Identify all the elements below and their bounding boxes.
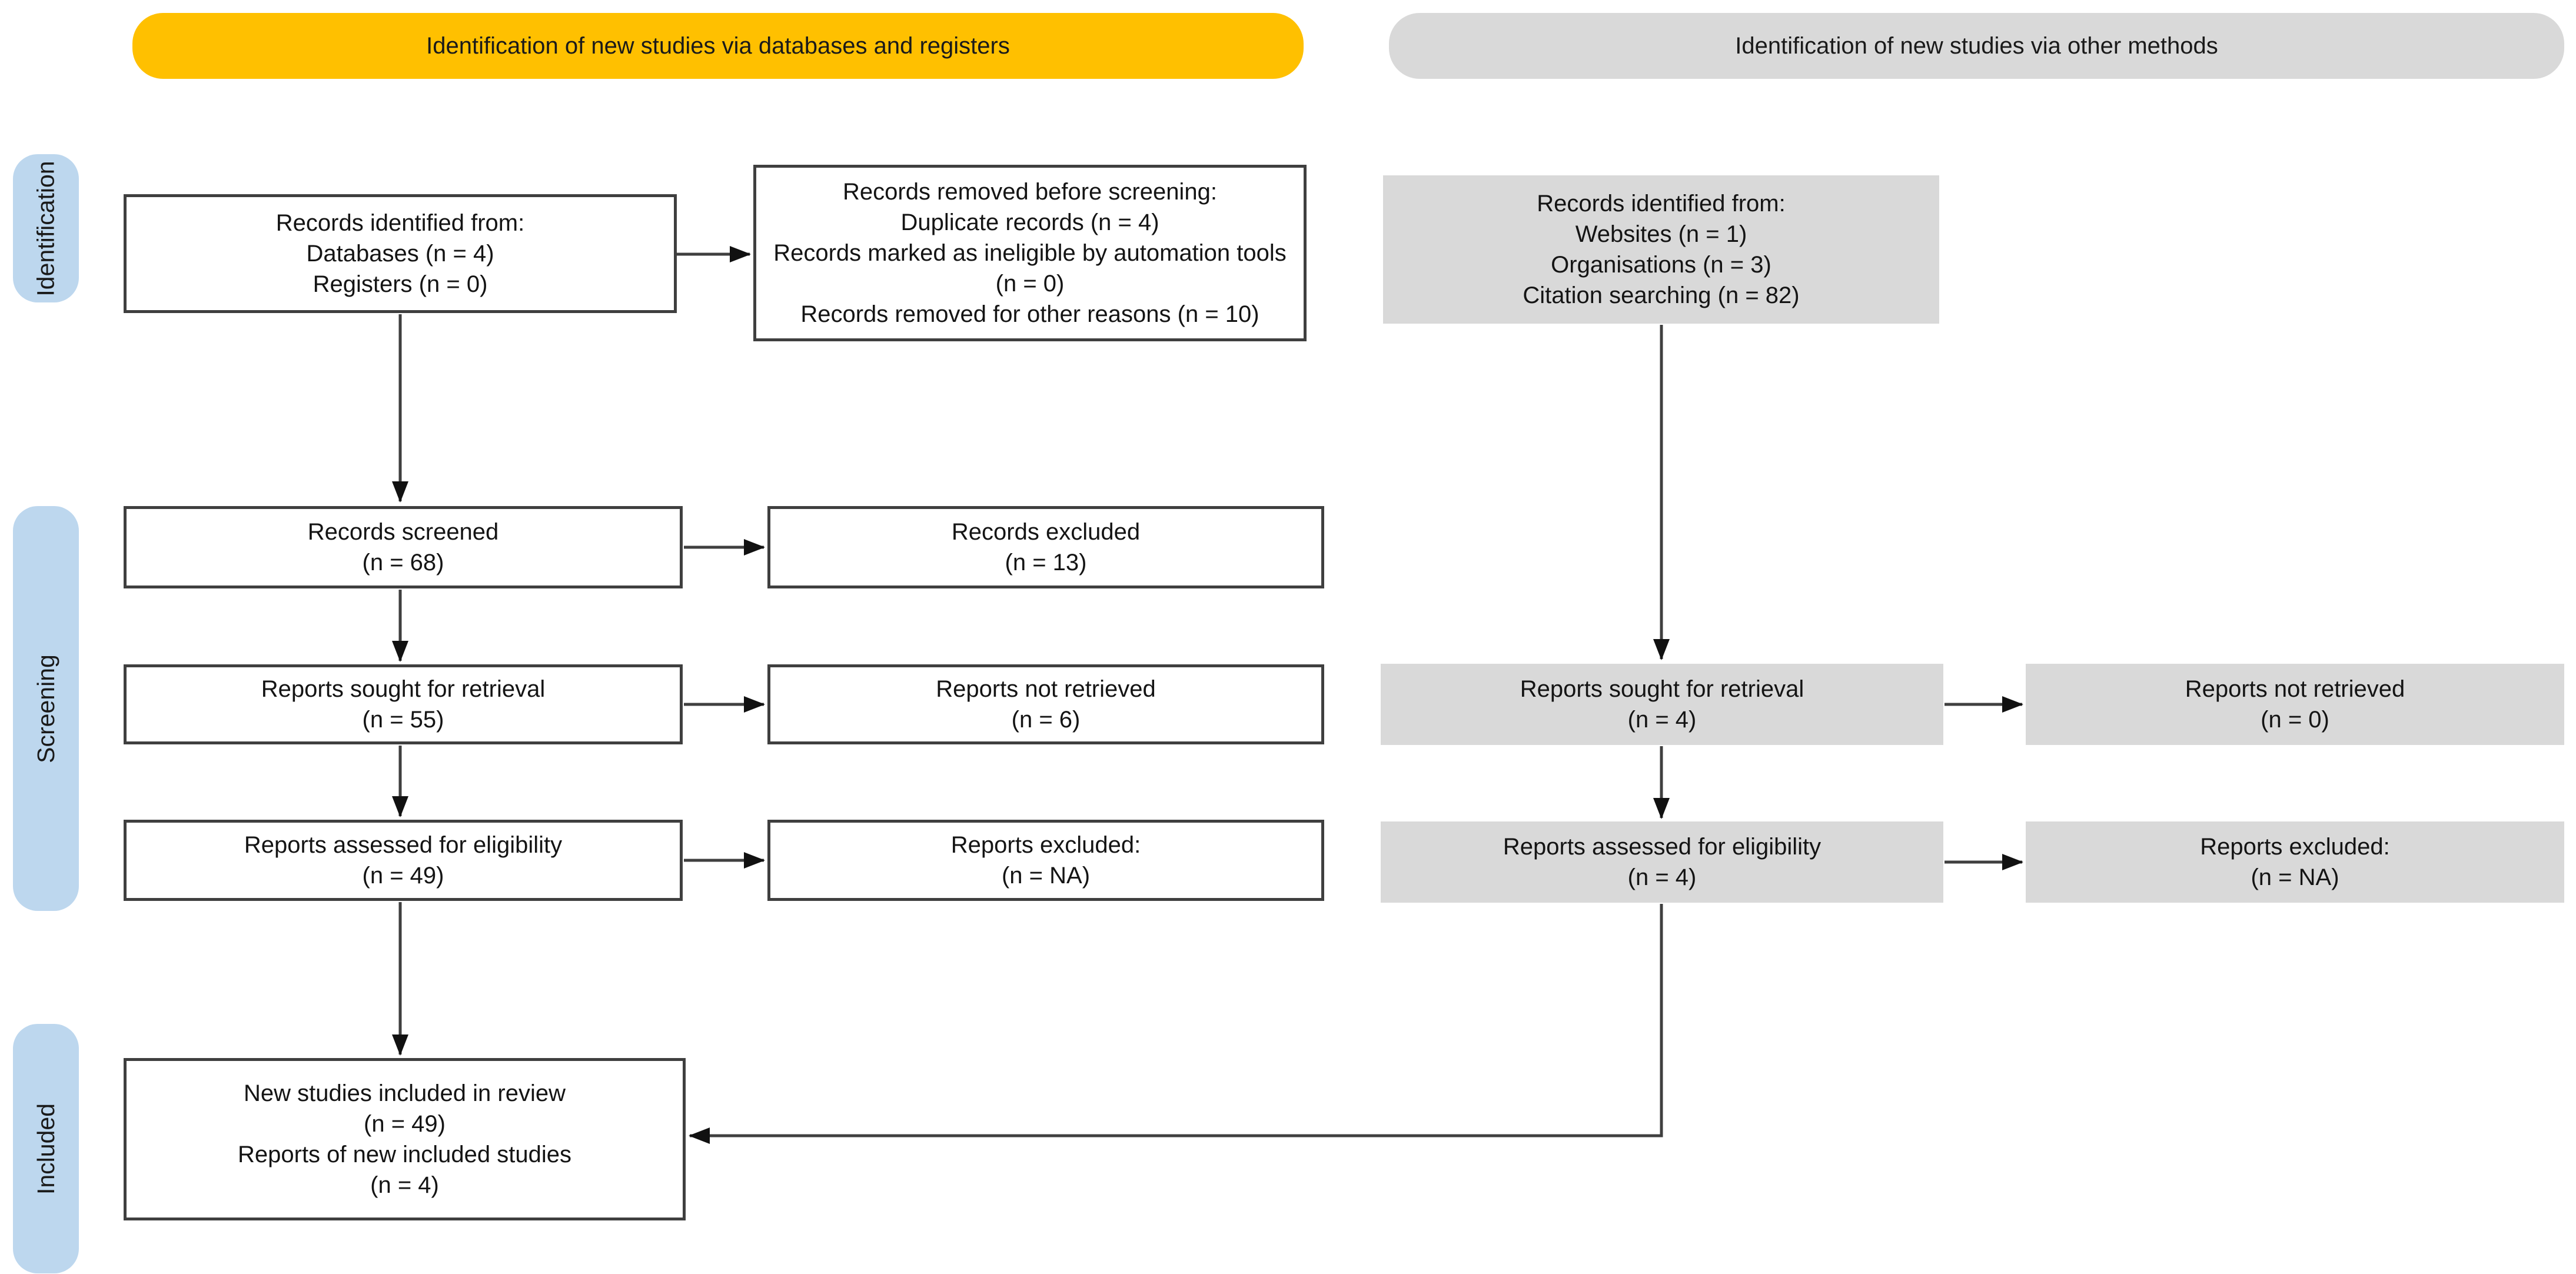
box-reports-not-retrieved-other: Reports not retrieved (n = 0) (2026, 664, 2564, 745)
box-new-studies-included: New studies included in review (n = 49) … (124, 1058, 686, 1220)
box-line: Records screened (307, 519, 499, 545)
box-line: (n = 4) (370, 1172, 439, 1198)
banner-databases-registers-label: Identification of new studies via databa… (426, 32, 1010, 59)
box-reports-assessed-databases: Reports assessed for eligibility (n = 49… (124, 820, 683, 901)
box-line: Registers (n = 0) (313, 271, 488, 297)
box-line: Records excluded (951, 519, 1141, 545)
box-line: Websites (n = 1) (1575, 221, 1747, 247)
box-reports-excluded-databases: Reports excluded: (n = NA) (767, 820, 1324, 901)
stage-included-label: Included (32, 1103, 59, 1195)
box-line: (n = 49) (364, 1111, 446, 1137)
box-line: (n = 4) (1627, 707, 1697, 733)
box-line: Organisations (n = 3) (1551, 252, 1771, 278)
box-line: (n = NA) (1001, 863, 1091, 889)
box-line: Reports sought for retrieval (261, 676, 546, 702)
box-records-screened: Records screened (n = 68) (124, 506, 683, 588)
stage-identification: Identification (13, 154, 79, 302)
box-line: Records marked as ineligible by automati… (773, 240, 1287, 297)
banner-databases-registers: Identification of new studies via databa… (132, 13, 1304, 79)
stage-screening: Screening (13, 506, 79, 911)
box-line: Reports of new included studies (238, 1142, 571, 1167)
box-reports-excluded-other: Reports excluded: (n = NA) (2026, 821, 2564, 903)
banner-other-methods-label: Identification of new studies via other … (1735, 32, 2218, 59)
box-line: Databases (n = 4) (306, 241, 494, 267)
box-line: (n = 6) (1011, 707, 1081, 733)
box-line: Citation searching (n = 82) (1523, 282, 1800, 308)
arrow-other-methods-to-included (689, 904, 1663, 1144)
box-line: Records identified from: (275, 210, 525, 236)
box-reports-assessed-other: Reports assessed for eligibility (n = 4) (1381, 821, 1943, 903)
box-line: (n = 49) (362, 863, 444, 889)
box-line: Reports not retrieved (936, 676, 1156, 702)
box-line: (n = NA) (2251, 864, 2339, 890)
box-line: Reports sought for retrieval (1520, 676, 1804, 702)
box-line: Reports assessed for eligibility (1503, 834, 1822, 860)
box-line: (n = 55) (362, 707, 444, 733)
box-records-identified-databases: Records identified from: Databases (n = … (124, 194, 677, 313)
box-line: Duplicate records (n = 4) (900, 209, 1159, 235)
stage-identification-label: Identification (32, 160, 59, 297)
box-line: (n = 0) (2261, 707, 2329, 733)
stage-screening-label: Screening (32, 654, 59, 763)
box-reports-not-retrieved-databases: Reports not retrieved (n = 6) (767, 664, 1324, 744)
stage-included: Included (13, 1024, 79, 1273)
box-line: Reports assessed for eligibility (244, 832, 563, 858)
box-line: New studies included in review (244, 1080, 566, 1106)
banner-other-methods: Identification of new studies via other … (1389, 13, 2564, 79)
box-line: (n = 13) (1005, 550, 1087, 576)
box-line: Records identified from: (1537, 191, 1786, 217)
box-line: Reports excluded: (2200, 834, 2390, 860)
box-records-identified-other: Records identified from: Websites (n = 1… (1383, 175, 1939, 324)
box-reports-sought-other: Reports sought for retrieval (n = 4) (1381, 664, 1943, 745)
box-line: Reports not retrieved (2185, 676, 2405, 702)
box-line: Records removed for other reasons (n = 1… (800, 301, 1259, 327)
box-line: Records removed before screening: (843, 179, 1217, 205)
box-reports-sought-databases: Reports sought for retrieval (n = 55) (124, 664, 683, 744)
box-records-excluded: Records excluded (n = 13) (767, 506, 1324, 588)
box-records-removed-before-screening: Records removed before screening: Duplic… (753, 165, 1307, 341)
box-line: (n = 4) (1627, 864, 1697, 890)
box-line: (n = 68) (362, 550, 444, 576)
box-line: Reports excluded: (950, 832, 1141, 858)
